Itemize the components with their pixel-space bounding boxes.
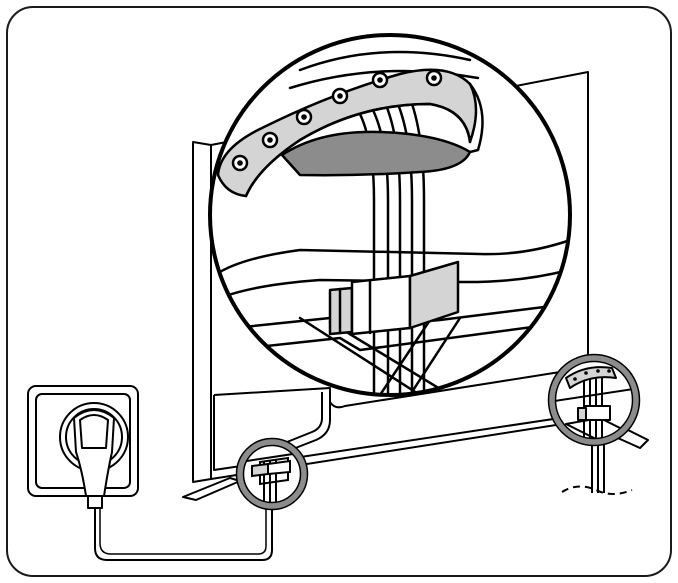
magnifier-circle-icon bbox=[548, 355, 640, 447]
magnifier-circle-icon bbox=[237, 439, 308, 510]
